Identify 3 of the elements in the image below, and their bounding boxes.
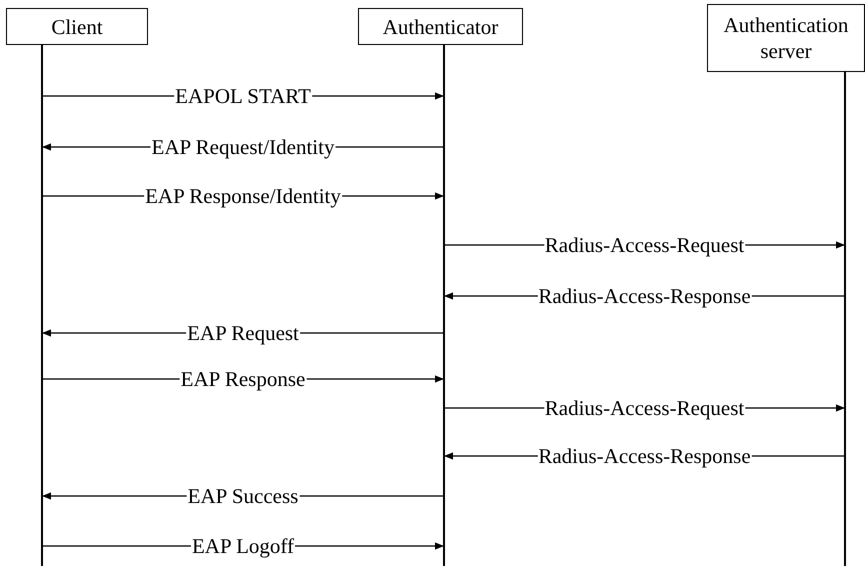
participant-box: Authenticator <box>358 8 523 45</box>
participant-box: Client <box>6 8 148 45</box>
participant-box: Authentication server <box>707 4 865 72</box>
